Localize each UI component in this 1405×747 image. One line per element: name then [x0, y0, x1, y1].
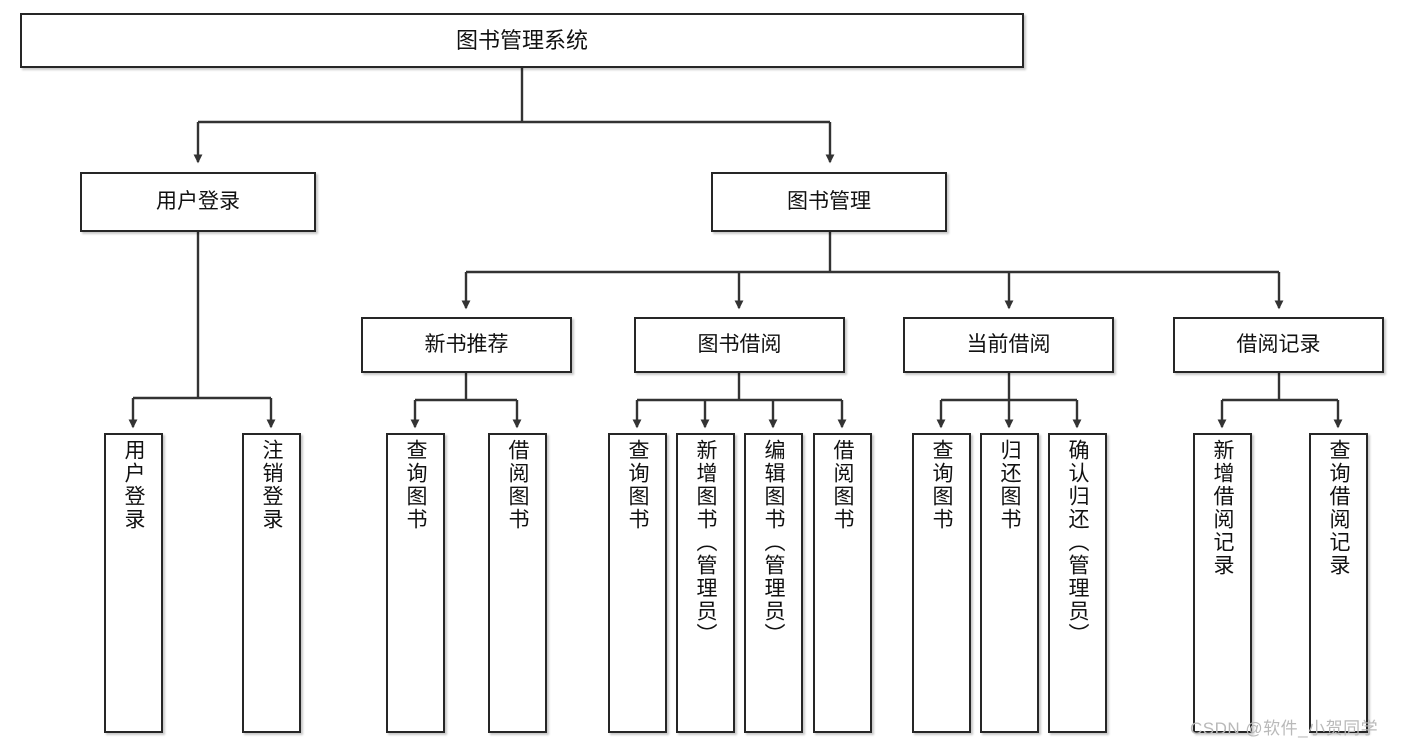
- node-leaf-edit-book-label: 编辑图书（管理员）: [762, 439, 785, 646]
- node-leaf-query-book-3-label: 查询图书: [930, 439, 953, 531]
- node-book-manage[interactable]: 图书管理: [711, 172, 947, 232]
- node-leaf-borrow-book-2-label: 借阅图书: [831, 439, 854, 531]
- node-root-label: 图书管理系统: [455, 27, 588, 53]
- node-root[interactable]: 图书管理系统: [20, 13, 1024, 68]
- node-leaf-confirm-return-label: 确认归还（管理员）: [1066, 439, 1089, 646]
- node-leaf-query-book-2[interactable]: 查询图书: [608, 433, 667, 733]
- node-book-borrow[interactable]: 图书借阅: [634, 317, 845, 373]
- node-leaf-logout[interactable]: 注销登录: [242, 433, 301, 733]
- node-leaf-add-record-label: 新增借阅记录: [1211, 439, 1234, 577]
- node-leaf-confirm-return[interactable]: 确认归还（管理员）: [1048, 433, 1107, 733]
- node-leaf-query-record[interactable]: 查询借阅记录: [1309, 433, 1368, 733]
- node-leaf-query-book-1-label: 查询图书: [404, 439, 427, 531]
- node-user-login-label: 用户登录: [156, 189, 240, 213]
- node-leaf-add-record[interactable]: 新增借阅记录: [1193, 433, 1252, 733]
- node-leaf-user-login-label: 用户登录: [122, 439, 145, 531]
- csdn-watermark: CSDN @软件_小贺同学: [1190, 719, 1379, 738]
- node-leaf-return-book-label: 归还图书: [998, 439, 1021, 531]
- node-leaf-query-book-1[interactable]: 查询图书: [386, 433, 445, 733]
- node-leaf-query-book-2-label: 查询图书: [626, 439, 649, 531]
- node-leaf-borrow-book-1-label: 借阅图书: [506, 439, 529, 531]
- node-current-borrow[interactable]: 当前借阅: [903, 317, 1114, 373]
- node-user-login[interactable]: 用户登录: [80, 172, 316, 232]
- node-book-manage-label: 图书管理: [787, 189, 871, 213]
- node-leaf-add-book-label: 新增图书（管理员）: [694, 439, 717, 646]
- node-leaf-borrow-book-2[interactable]: 借阅图书: [813, 433, 872, 733]
- node-leaf-logout-label: 注销登录: [260, 439, 283, 531]
- node-borrow-record-label: 借阅记录: [1236, 332, 1321, 356]
- node-new-book-rec-label: 新书推荐: [424, 332, 509, 356]
- node-leaf-add-book[interactable]: 新增图书（管理员）: [676, 433, 735, 733]
- node-borrow-record[interactable]: 借阅记录: [1173, 317, 1384, 373]
- node-leaf-query-record-label: 查询借阅记录: [1327, 439, 1350, 577]
- node-book-borrow-label: 图书借阅: [697, 332, 782, 356]
- node-leaf-return-book[interactable]: 归还图书: [980, 433, 1039, 733]
- node-leaf-user-login[interactable]: 用户登录: [104, 433, 163, 733]
- node-leaf-borrow-book-1[interactable]: 借阅图书: [488, 433, 547, 733]
- node-leaf-query-book-3[interactable]: 查询图书: [912, 433, 971, 733]
- node-leaf-edit-book[interactable]: 编辑图书（管理员）: [744, 433, 803, 733]
- node-current-borrow-label: 当前借阅: [966, 332, 1051, 356]
- node-new-book-rec[interactable]: 新书推荐: [361, 317, 572, 373]
